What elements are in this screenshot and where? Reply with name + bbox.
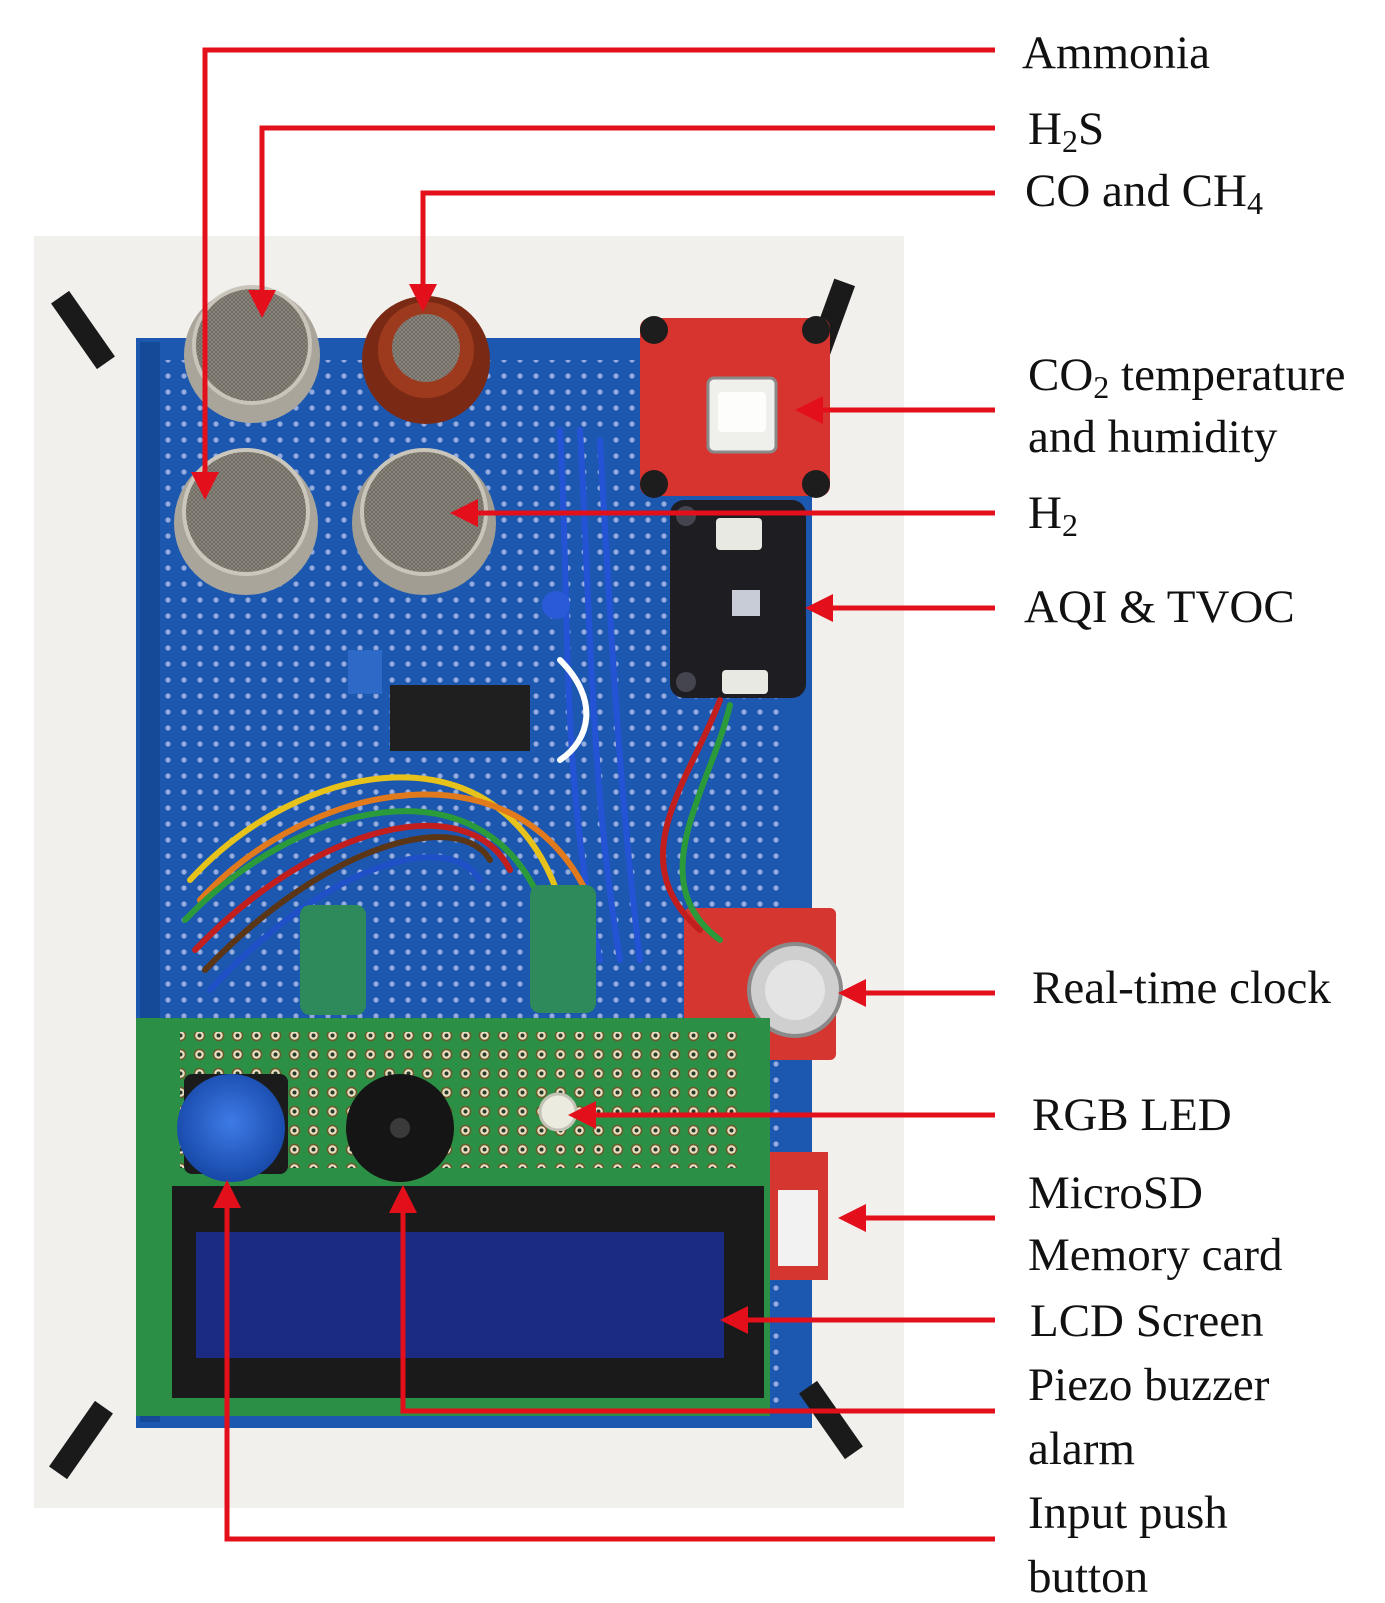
arrow-h2s-head	[248, 290, 276, 318]
arrow-lcd	[720, 1306, 995, 1334]
label-co2-line1: CO2 temperature	[1028, 349, 1346, 404]
arrow-microsd	[838, 1204, 995, 1232]
label-aqi-tvoc: AQI & TVOC	[1024, 581, 1295, 633]
arrow-microsd-head	[838, 1204, 866, 1232]
relay	[390, 685, 530, 751]
arrow-co2-head	[795, 396, 823, 424]
label-button-line1: Input push	[1028, 1487, 1228, 1539]
arrow-button-line	[224, 1202, 995, 1542]
arrow-ammonia-head	[191, 472, 219, 500]
arrow-lcd-head	[720, 1306, 748, 1334]
label-co2-line2: and humidity	[1028, 411, 1278, 463]
arrow-h2s	[248, 125, 995, 318]
label-h2s: H2S	[1028, 103, 1105, 158]
label-h2-sub: 2	[1061, 507, 1078, 543]
label-rgb-led: RGB LED	[1032, 1089, 1232, 1141]
arrow-co-ch4-line	[420, 190, 995, 290]
label-microsd-line2: Memory card	[1028, 1229, 1283, 1281]
sensor-h2	[352, 448, 496, 595]
label-h2-pre: H	[1028, 487, 1062, 539]
label-co-ch4-sub: 4	[1246, 185, 1263, 221]
arrow-ammonia-line	[202, 47, 995, 478]
arrow-h2	[450, 499, 995, 527]
arrow-co2	[795, 396, 995, 424]
sensor-co-ch4	[362, 296, 490, 424]
label-co-ch4: CO and CH4	[1025, 165, 1263, 220]
label-microsd-line1: MicroSD	[1028, 1167, 1203, 1219]
label-lcd-screen: LCD Screen	[1030, 1295, 1264, 1347]
label-button-line2: button	[1028, 1551, 1149, 1603]
arrow-rgb	[568, 1101, 995, 1129]
label-buzzer-line2: alarm	[1028, 1423, 1135, 1475]
label-co2-sub: 2	[1093, 369, 1110, 405]
label-h2s-pre: H	[1028, 103, 1062, 155]
label-real-time-clock: Real-time clock	[1032, 962, 1331, 1014]
label-co2-pre: CO	[1028, 349, 1094, 401]
label-h2: H2	[1028, 487, 1078, 542]
heat-shrink-right	[530, 885, 596, 1013]
arrow-button-head	[213, 1180, 241, 1208]
microsd-board	[768, 1152, 828, 1280]
arrow-aqi	[805, 594, 995, 622]
arrow-ammonia	[191, 47, 995, 500]
arrow-buzzer-head	[389, 1185, 417, 1213]
arrow-button	[213, 1180, 995, 1542]
label-ammonia: Ammonia	[1022, 27, 1210, 79]
piezo-buzzer	[346, 1074, 454, 1182]
arrow-rtc	[838, 979, 995, 1007]
arrow-co-ch4-head	[409, 284, 437, 312]
arrow-aqi-head	[805, 594, 833, 622]
arrow-co-ch4	[409, 190, 995, 312]
lcd-module	[172, 1186, 764, 1398]
label-h2s-post: S	[1077, 103, 1105, 155]
push-button	[177, 1074, 288, 1182]
label-co-ch4-pre: CO and CH	[1025, 165, 1247, 217]
co2-breakout-board	[640, 316, 830, 498]
potentiometer	[348, 650, 382, 694]
label-buzzer-line1: Piezo buzzer	[1028, 1359, 1270, 1411]
sensor-h2s	[184, 285, 320, 423]
heat-shrink-left	[300, 905, 366, 1015]
arrow-h2s-line	[259, 125, 995, 296]
arrow-rtc-head	[838, 979, 866, 1007]
arrow-buzzer	[389, 1185, 995, 1414]
blue-led	[542, 591, 570, 619]
arrow-h2-head	[450, 499, 478, 527]
aqi-tvoc-sensor-board	[670, 500, 806, 698]
label-co2-post: temperature	[1109, 349, 1346, 401]
arrow-rgb-head	[568, 1101, 596, 1129]
label-h2s-sub: 2	[1061, 123, 1078, 159]
arrow-buzzer-line	[400, 1207, 995, 1414]
